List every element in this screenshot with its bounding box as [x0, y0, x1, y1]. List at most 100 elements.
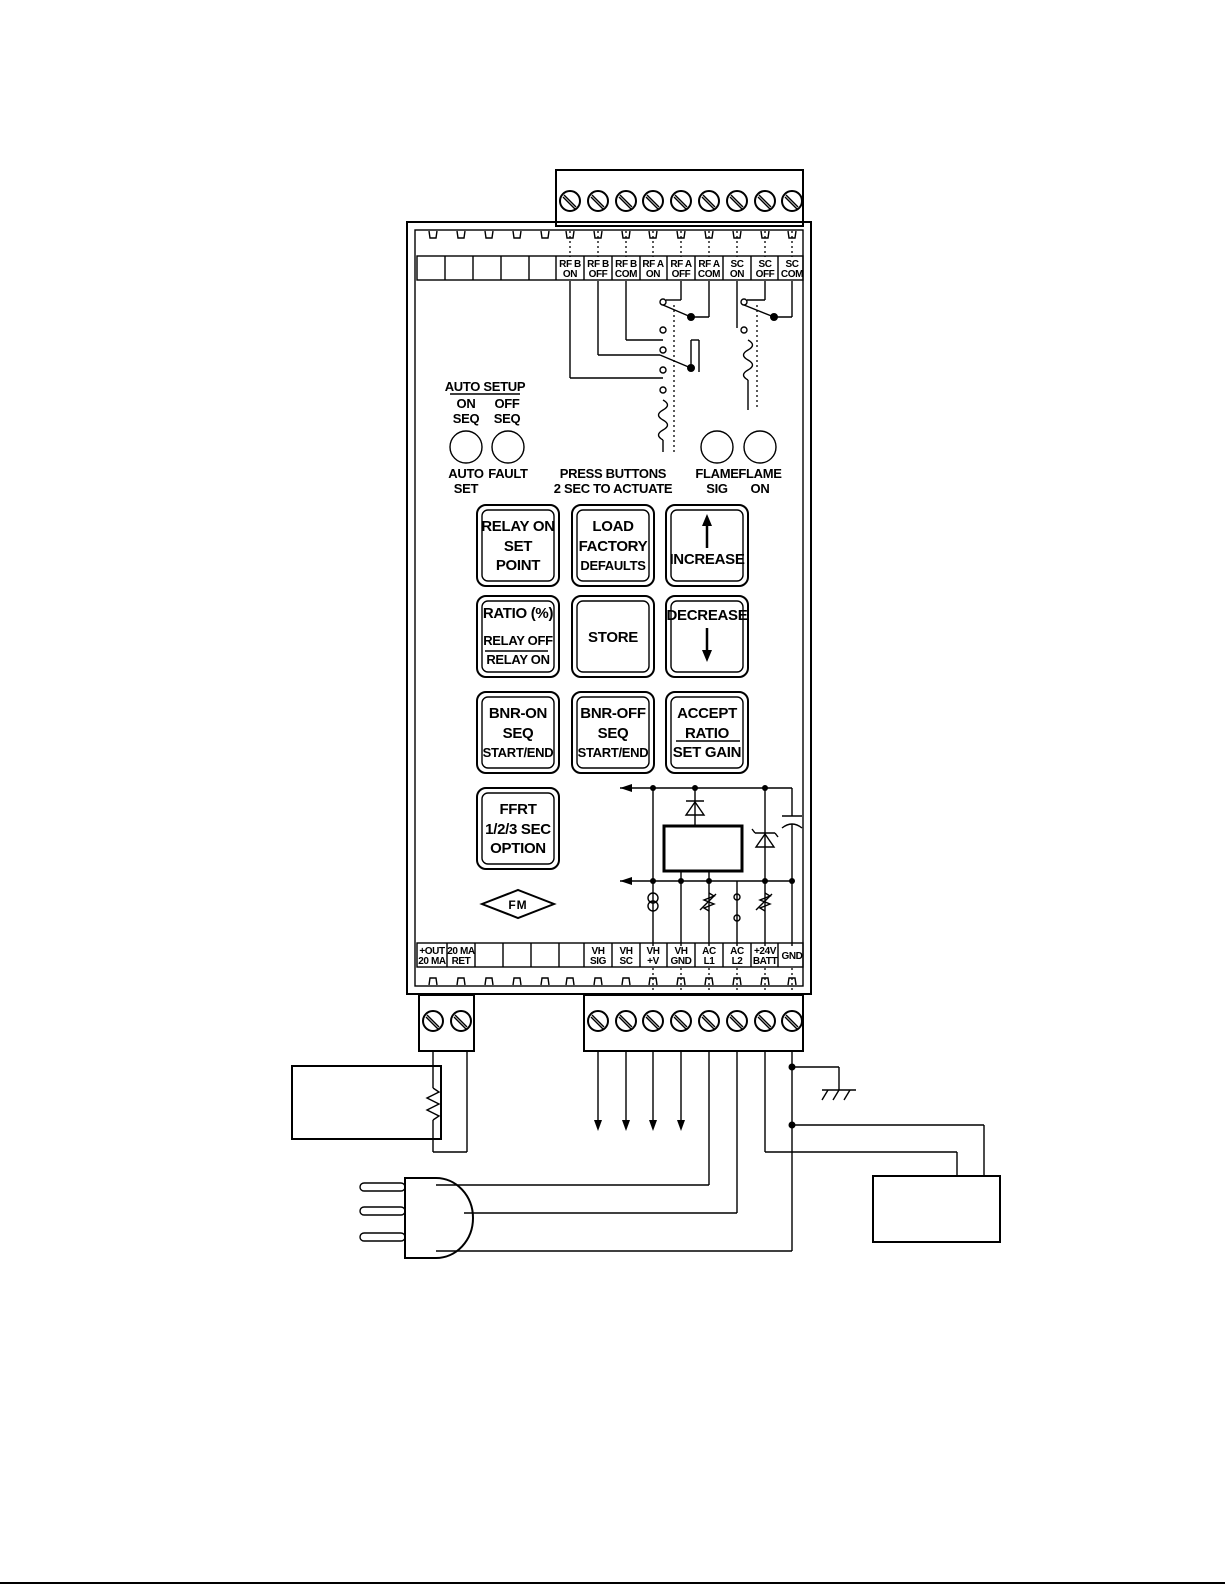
top-terminal-label: COM	[698, 269, 720, 280]
terminal-screw-icon[interactable]	[587, 1010, 609, 1032]
button-label: DECREASE	[667, 607, 748, 624]
bottom-terminal-label: +V	[647, 956, 659, 967]
button-label: BNR-OFF	[580, 705, 646, 722]
bottom-terminal-label: L1	[704, 956, 716, 967]
terminal-screw-icon[interactable]	[754, 1010, 776, 1032]
store-button[interactable]: STORE	[571, 595, 655, 678]
bottom-terminal-label: RET	[452, 956, 471, 967]
ac-plug	[404, 1177, 474, 1259]
controller-housing	[406, 221, 812, 995]
terminal-screw-icon[interactable]	[670, 1010, 692, 1032]
terminal-screw-icon[interactable]	[615, 190, 637, 212]
bottom-mounting-tabs	[428, 977, 797, 986]
bottom-terminal-label: GND	[781, 951, 802, 962]
top-terminal-label: SC	[730, 259, 743, 270]
decrease-button[interactable]: DECREASE	[665, 595, 749, 678]
top-terminal-label: COM	[615, 269, 637, 280]
analog-load-device	[291, 1065, 442, 1140]
top-terminal-label: RF A	[698, 259, 720, 270]
analog-output-terminal-block	[418, 994, 475, 1052]
bottom-terminal-label: SIG	[590, 956, 607, 967]
button-label: FACTORY	[579, 538, 648, 555]
terminal-screw-icon[interactable]	[698, 1010, 720, 1032]
top-terminal-label: ON	[563, 269, 577, 280]
terminal-screw-icon[interactable]	[670, 190, 692, 212]
auto-setup-right-line2: SEQ	[494, 411, 521, 426]
top-terminal-label: RF A	[670, 259, 692, 270]
terminal-screw-icon[interactable]	[422, 1010, 444, 1032]
bottom-terminal-label: SC	[619, 956, 632, 967]
bottom-terminal-label: VH	[619, 946, 632, 957]
indicator-label-auto: AUTO	[448, 466, 484, 481]
top-terminal-label: ON	[646, 269, 660, 280]
bottom-terminal-label: GND	[670, 956, 691, 967]
housing-inner-border	[414, 229, 804, 987]
terminal-screw-icon[interactable]	[781, 190, 803, 212]
fm-logo: FM	[479, 888, 557, 920]
top-mounting-tabs	[428, 230, 797, 239]
button-label: 1/2/3 SEC	[485, 821, 551, 838]
button-label: BNR-ON	[489, 705, 547, 722]
top-terminal-screws	[559, 190, 803, 212]
terminal-screw-icon[interactable]	[726, 1010, 748, 1032]
button-label: RELAY ON	[481, 518, 554, 535]
button-label: STORE	[588, 629, 638, 646]
top-terminal-label: RF B	[587, 259, 609, 270]
flame-sig-indicator-led	[700, 430, 734, 464]
ffrt-option-button[interactable]: FFRT 1/2/3 SEC OPTION	[476, 787, 560, 870]
terminal-screw-icon[interactable]	[587, 190, 609, 212]
terminal-screw-icon[interactable]	[781, 1010, 803, 1032]
top-terminal-label: SC	[785, 259, 798, 270]
terminal-screw-icon[interactable]	[615, 1010, 637, 1032]
increase-button[interactable]: INCREASE	[665, 504, 749, 587]
relay-schematic	[569, 231, 793, 452]
power-schematic	[620, 784, 803, 946]
svg-text:FM: FM	[508, 898, 527, 912]
bottom-terminal-label: AC	[702, 946, 716, 957]
terminal-screw-icon[interactable]	[642, 190, 664, 212]
battery-device	[872, 1175, 1001, 1243]
bottom-terminal-label: L2	[732, 956, 744, 967]
terminal-screw-icon[interactable]	[726, 190, 748, 212]
bottom-terminal-label: VH	[591, 946, 604, 957]
indicator-label-flame-sig-1: FLAME	[695, 466, 739, 481]
button-label: INCREASE	[669, 551, 744, 568]
bottom-strip-cells	[446, 943, 779, 967]
auto-set-indicator-led	[449, 430, 483, 464]
bottom-label-strip	[416, 942, 804, 968]
bottom-terminal-label: +OUT	[419, 946, 445, 957]
top-terminal-label: OFF	[672, 269, 691, 280]
terminal-screw-icon[interactable]	[450, 1010, 472, 1032]
bottom-terminal-label: VH	[646, 946, 659, 957]
terminal-screw-icon[interactable]	[754, 190, 776, 212]
button-label: POINT	[496, 557, 540, 574]
terminal-screw-icon[interactable]	[698, 190, 720, 212]
top-terminal-label: OFF	[589, 269, 608, 280]
button-label: RELAY OFF	[483, 633, 553, 648]
top-terminal-label: OFF	[756, 269, 775, 280]
auto-setup-left-line2: SEQ	[453, 411, 480, 426]
terminal-screw-icon[interactable]	[642, 1010, 664, 1032]
button-label: OPTION	[490, 840, 546, 857]
indicator-label-fault: FAULT	[488, 466, 528, 481]
top-label-strip	[416, 255, 804, 281]
indicator-label-flame-on-1: FLAME	[738, 466, 782, 481]
button-label: RATIO (%)	[483, 605, 554, 622]
instruction-line2: 2 SEC TO ACTUATE	[554, 481, 673, 496]
button-label: FFRT	[499, 801, 536, 818]
bottom-terminal-label: +24V	[754, 946, 777, 957]
instruction-line1: PRESS BUTTONS	[560, 466, 667, 481]
terminal-screw-icon[interactable]	[559, 190, 581, 212]
button-label: SET GAIN	[673, 744, 741, 761]
top-terminal-label: RF B	[615, 259, 637, 270]
top-terminal-label: RF A	[642, 259, 664, 270]
